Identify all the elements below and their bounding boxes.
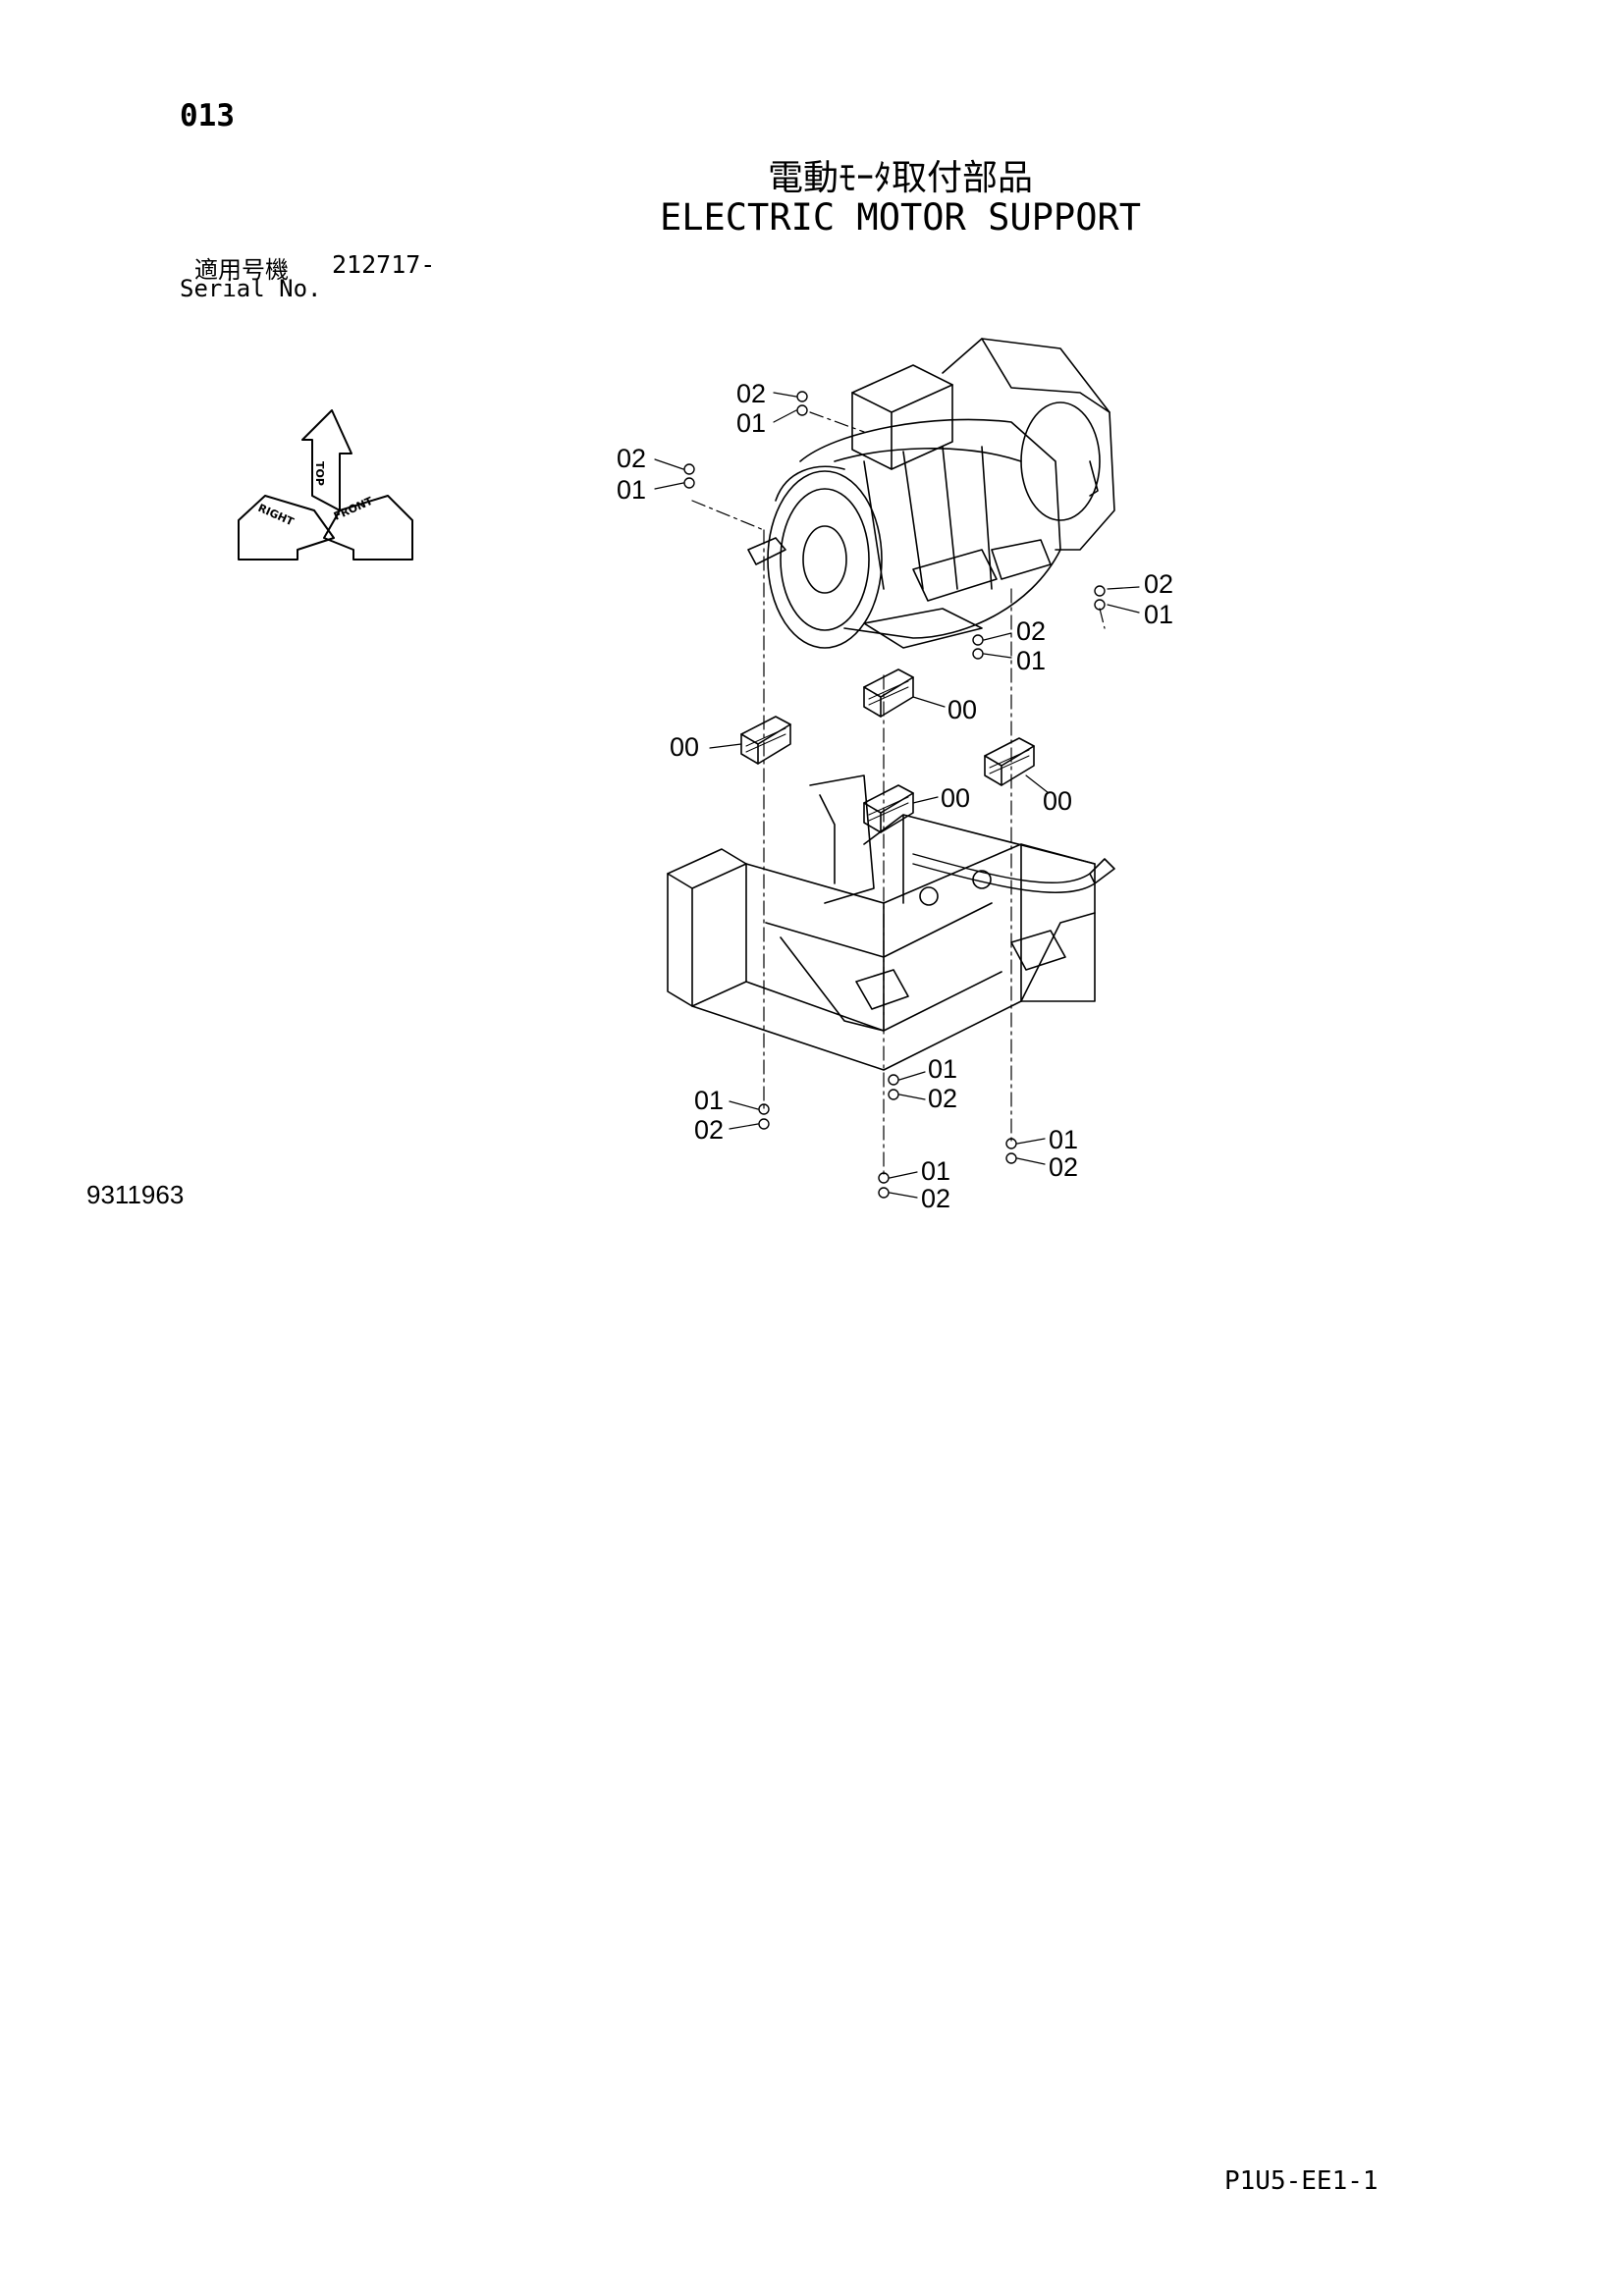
sheet-code: P1U5-EE1-1 bbox=[1224, 2166, 1379, 2196]
title-english: ELECTRIC MOTOR SUPPORT bbox=[659, 196, 1142, 239]
orientation-right-label: RIGHT bbox=[256, 502, 297, 529]
orientation-top-label: TOP bbox=[313, 461, 326, 486]
callout-washer-bottom-lower: 01 bbox=[921, 1156, 950, 1186]
fasteners bbox=[683, 391, 1106, 1199]
callout-nut-center: 02 bbox=[1016, 616, 1046, 646]
callout-nut-top: 02 bbox=[736, 379, 766, 408]
callout-washer-center: 01 bbox=[1016, 646, 1046, 675]
rubber-mount-4 bbox=[863, 784, 914, 833]
top-arrow-icon bbox=[301, 409, 352, 511]
serial-label-english: Serial No. bbox=[180, 275, 322, 302]
alignment-lines bbox=[691, 411, 1106, 1179]
orientation-front-label: FRONT bbox=[332, 495, 375, 523]
callout-nut-bottom-center: 02 bbox=[928, 1084, 957, 1113]
page-number: 013 bbox=[180, 98, 235, 133]
leader-lines bbox=[654, 392, 1140, 1199]
callout-mount-3: 00 bbox=[1043, 786, 1072, 816]
callout-nut-bottom-right: 02 bbox=[1049, 1152, 1078, 1182]
orientation-indicator: TOP RIGHT FRONT bbox=[238, 409, 413, 561]
callout-washer-bottom-left: 01 bbox=[694, 1086, 724, 1115]
support-frame bbox=[667, 774, 1115, 1071]
serial-label-japanese: 適用号機 bbox=[194, 256, 289, 284]
rubber-mount-2 bbox=[863, 668, 914, 718]
callout-nut-right: 02 bbox=[1144, 569, 1173, 599]
callout-washer-left: 01 bbox=[617, 475, 646, 505]
serial-value: 212717- bbox=[332, 250, 436, 279]
title-japanese: 電動ﾓｰﾀ取付部品 bbox=[767, 158, 1033, 198]
callout-washer-right: 01 bbox=[1144, 600, 1173, 629]
rubber-mount-1 bbox=[740, 716, 791, 765]
callout-nut-left: 02 bbox=[617, 444, 646, 473]
figure-number: 9311963 bbox=[86, 1180, 185, 1209]
right-arrow-icon bbox=[238, 495, 335, 561]
rubber-mount-3 bbox=[984, 737, 1035, 786]
callout-mount-1: 00 bbox=[670, 732, 699, 762]
callout-labels: 02 01 02 01 02 01 02 01 00 00 00 00 01 0… bbox=[617, 379, 1173, 1213]
callout-washer-bottom-right: 01 bbox=[1049, 1125, 1078, 1154]
callout-washer-top: 01 bbox=[736, 408, 766, 438]
callout-nut-bottom-left: 02 bbox=[694, 1115, 724, 1145]
callout-washer-bottom-center: 01 bbox=[928, 1054, 957, 1084]
callout-mount-2: 00 bbox=[947, 695, 977, 724]
front-arrow-icon bbox=[323, 495, 413, 561]
electric-motor bbox=[747, 338, 1115, 649]
callout-nut-bottom-lower: 02 bbox=[921, 1184, 950, 1213]
callout-mount-4: 00 bbox=[941, 783, 970, 813]
